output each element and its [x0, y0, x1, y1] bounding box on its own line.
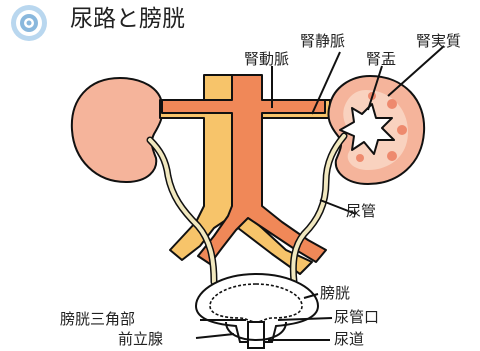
label-renal-cortex: 腎実質: [416, 34, 461, 49]
label-renal-vein: 腎静脈: [300, 34, 345, 49]
left-kidney: [72, 78, 163, 182]
label-ureter: 尿管: [346, 204, 376, 219]
label-prostate: 前立腺: [118, 332, 163, 347]
label-renal-pelvis: 腎盂: [366, 52, 396, 67]
label-urethra: 尿道: [334, 332, 364, 347]
label-ureteral-orifice: 尿管口: [334, 310, 379, 325]
target-icon: [11, 5, 47, 41]
renal-cortex-line: [388, 46, 444, 96]
label-bladder: 膀胱: [320, 286, 350, 301]
label-renal-artery: 腎動脈: [244, 52, 289, 67]
prostate-line: [196, 334, 234, 338]
label-trigone: 膀胱三角部: [60, 312, 135, 327]
page-title: 尿路と膀胱: [70, 8, 185, 31]
